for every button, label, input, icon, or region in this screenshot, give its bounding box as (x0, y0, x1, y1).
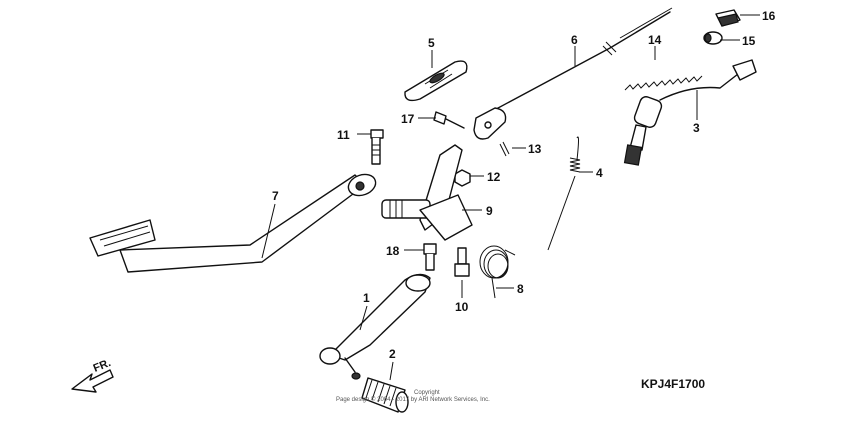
part-13-cotter-pin[interactable] (499, 141, 510, 157)
callout-12[interactable]: 12 (487, 170, 501, 184)
callout-13[interactable]: 13 (528, 142, 542, 156)
part-14-spring[interactable] (624, 75, 703, 91)
part-7-brake-pedal[interactable] (89, 171, 379, 273)
callout-8[interactable]: 8 (517, 282, 524, 296)
callout-14[interactable]: 14 (648, 33, 662, 47)
part-11-bolt[interactable] (370, 129, 384, 165)
callout-15[interactable]: 15 (742, 34, 756, 48)
diagram-code: KPJ4F1700 (641, 377, 705, 391)
copyright-line-2: Page design © 2004 - 2017 by ARI Network… (336, 396, 490, 403)
callout-17[interactable]: 17 (401, 112, 415, 126)
callout-1[interactable]: 1 (363, 291, 370, 305)
part-15-joint[interactable] (703, 31, 723, 45)
front-direction-arrow: FR. (71, 357, 114, 393)
callout-5[interactable]: 5 (428, 36, 435, 50)
copyright-line-1: Copyright (414, 390, 440, 396)
part-10-bolt[interactable] (454, 247, 470, 277)
callout-11[interactable]: 11 (337, 128, 350, 142)
part-9-pivot[interactable] (381, 144, 473, 241)
part-3-brake-switch[interactable] (623, 59, 757, 166)
callout-9[interactable]: 9 (486, 204, 493, 218)
callout-2[interactable]: 2 (389, 347, 396, 361)
callout-10[interactable]: 10 (455, 300, 469, 314)
part-12-nut[interactable] (454, 169, 471, 187)
part-2-footpeg-rubber[interactable] (361, 377, 409, 413)
callout-7[interactable]: 7 (272, 189, 279, 203)
part-4-return-spring[interactable] (547, 136, 581, 251)
part-18-bolt[interactable] (423, 243, 437, 271)
part-17-bolt[interactable] (433, 111, 465, 129)
part-16-nut[interactable] (715, 9, 741, 27)
leader-lines (261, 14, 760, 381)
part-5-pedal-rubber[interactable] (404, 60, 468, 102)
part-8-torsion-spring[interactable] (479, 245, 516, 299)
part-6-brake-rod[interactable] (473, 7, 673, 140)
callout-3[interactable]: 3 (693, 121, 700, 135)
callout-4[interactable]: 4 (596, 166, 603, 180)
part-1-step-bar[interactable] (319, 273, 431, 380)
callout-6[interactable]: 6 (571, 33, 578, 47)
callout-18[interactable]: 18 (386, 244, 400, 258)
callout-labels: 5 6 14 16 15 3 17 11 13 4 12 7 9 18 10 8… (272, 9, 776, 361)
callout-16[interactable]: 16 (762, 9, 776, 23)
